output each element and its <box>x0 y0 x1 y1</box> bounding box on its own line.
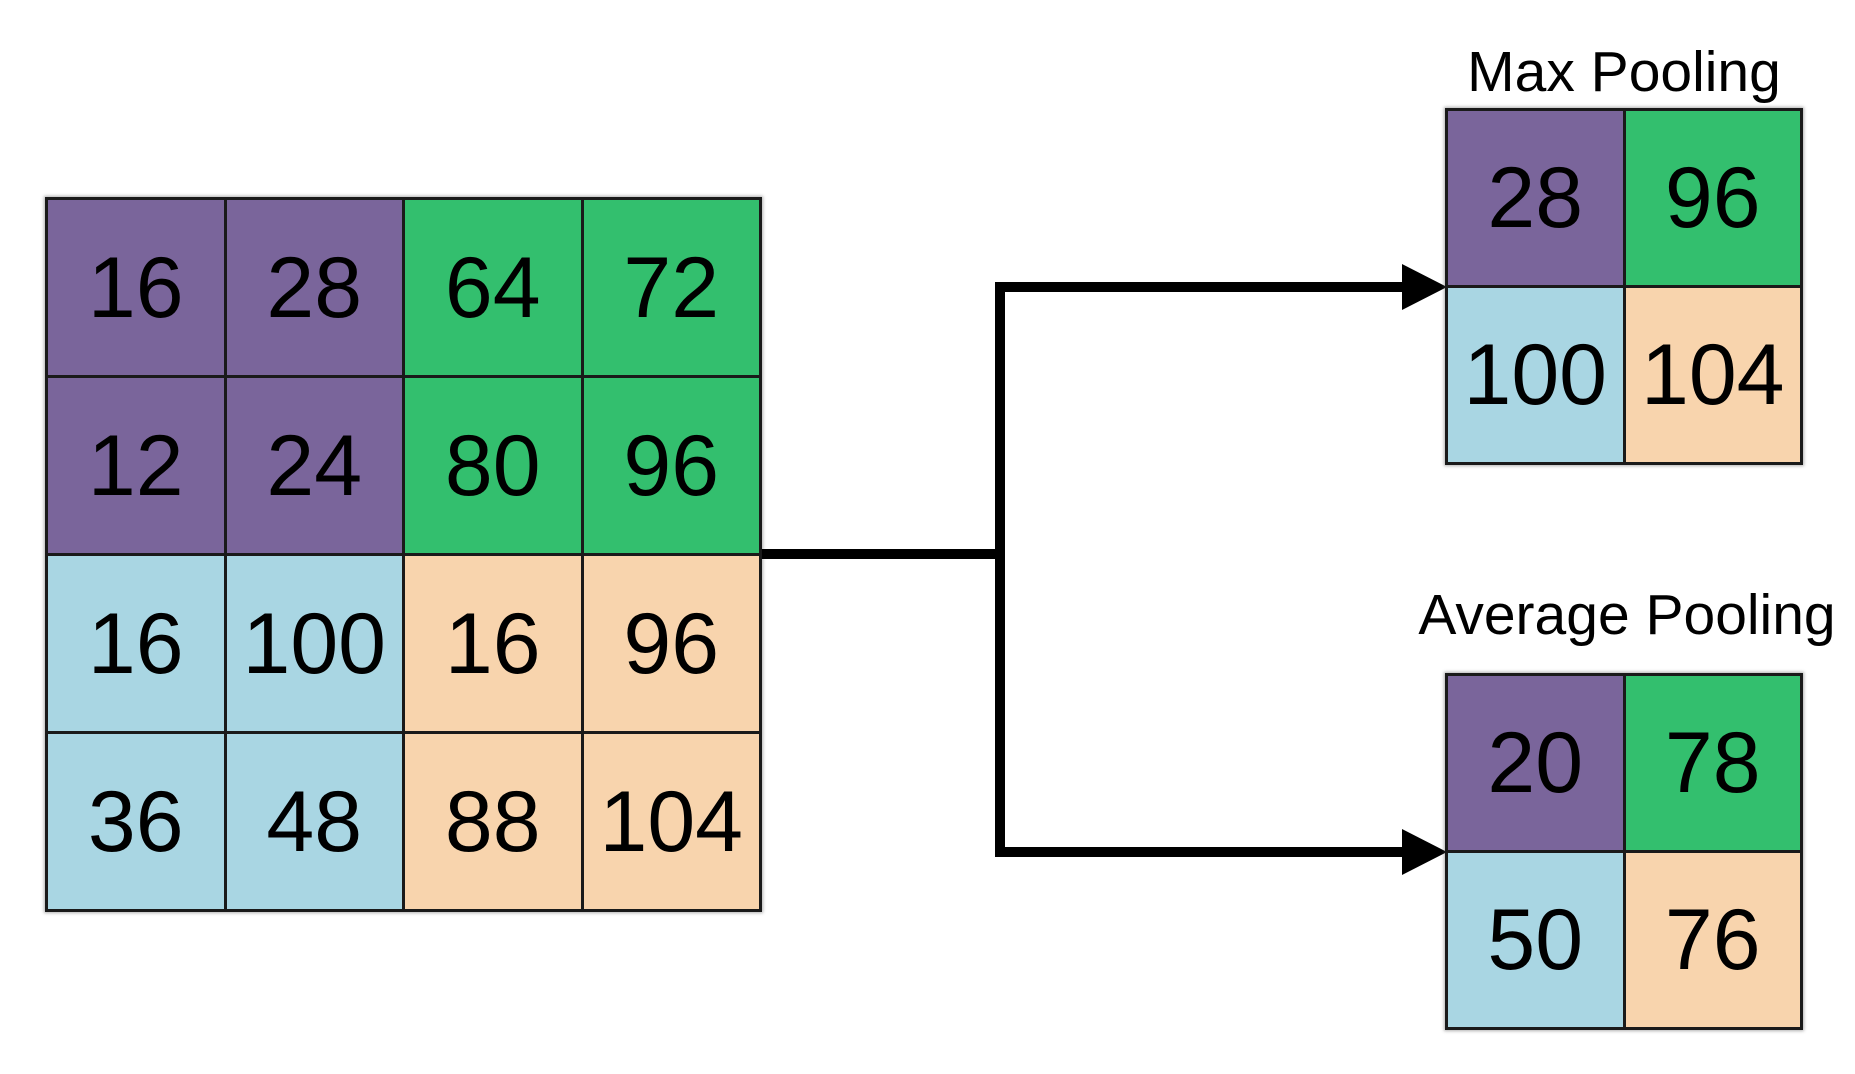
average-pooling-cell: 76 <box>1625 853 1800 1027</box>
arrowhead-max-icon <box>1402 264 1447 310</box>
input-cell: 12 <box>48 378 224 553</box>
max-pooling-matrix: 28 96 100 104 <box>1445 108 1803 465</box>
average-pooling-title: Average Pooling <box>1418 583 1836 647</box>
input-cell: 16 <box>48 556 224 731</box>
input-cell: 104 <box>583 734 759 909</box>
max-pooling-cell: 104 <box>1625 288 1800 462</box>
input-cell: 64 <box>405 200 581 375</box>
input-cell: 28 <box>226 200 402 375</box>
max-pooling-cell: 28 <box>1448 111 1623 285</box>
average-pooling-cell: 50 <box>1448 853 1623 1027</box>
input-matrix: 16 28 64 72 12 24 80 96 16 100 16 96 36 … <box>45 197 762 912</box>
input-cell: 80 <box>405 378 581 553</box>
arrowhead-average-icon <box>1402 829 1447 875</box>
input-cell: 96 <box>583 556 759 731</box>
input-cell: 96 <box>583 378 759 553</box>
max-pooling-cell: 96 <box>1625 111 1800 285</box>
input-cell: 16 <box>405 556 581 731</box>
average-pooling-cell: 20 <box>1448 676 1623 850</box>
connector-lines <box>762 282 1404 857</box>
input-cell: 100 <box>226 556 402 731</box>
input-cell: 48 <box>226 734 402 909</box>
input-cell: 72 <box>583 200 759 375</box>
input-cell: 16 <box>48 200 224 375</box>
max-pooling-cell: 100 <box>1448 288 1623 462</box>
input-cell: 88 <box>405 734 581 909</box>
input-cell: 36 <box>48 734 224 909</box>
input-cell: 24 <box>226 378 402 553</box>
average-pooling-cell: 78 <box>1625 676 1800 850</box>
average-pooling-matrix: 20 78 50 76 <box>1445 673 1803 1030</box>
max-pooling-title: Max Pooling <box>1467 40 1781 104</box>
